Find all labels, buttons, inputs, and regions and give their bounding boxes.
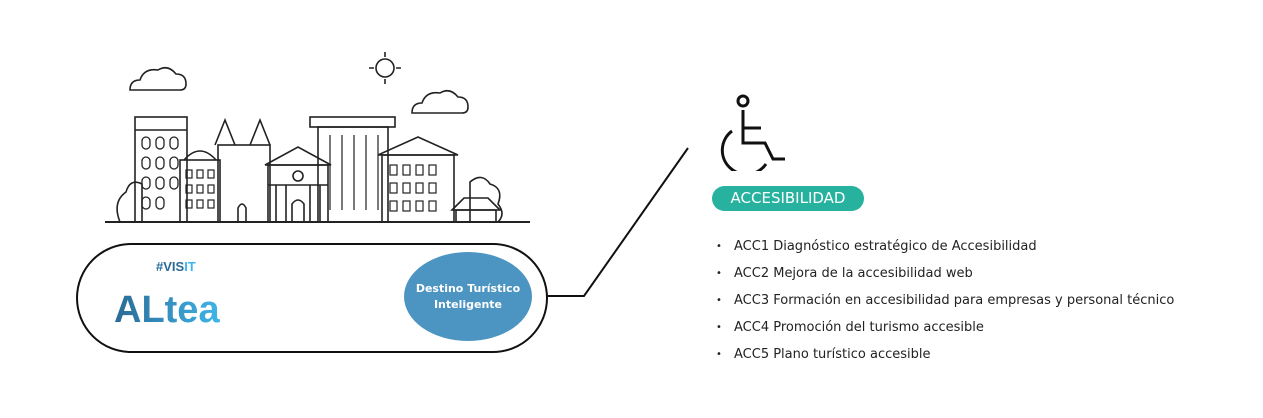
bullet: • <box>716 268 722 279</box>
smart-destination-circle: Destino Turístico Inteligente <box>404 252 532 341</box>
wheelchair-icon <box>720 94 785 171</box>
bullet: • <box>716 295 722 306</box>
visit-altea-logo: #VISIT ALtea <box>114 259 220 330</box>
city-skyline-illustration <box>105 52 530 223</box>
category-badge: ACCESIBILIDAD <box>712 186 864 211</box>
item-text: ACC4 Promoción del turismo accesible <box>734 320 984 335</box>
svg-text:ALtea: ALtea <box>114 289 220 330</box>
action-list: • ACC1 Diagnóstico estratégico de Accesib… <box>716 237 1174 372</box>
cloud-icon <box>411 89 469 114</box>
item-text: ACC5 Plano turístico accesible <box>734 347 931 362</box>
list-item: • ACC3 Formación en accesibilidad para em… <box>716 291 1174 318</box>
destination-label-line2: Inteligente <box>433 297 503 311</box>
bullet: • <box>716 241 722 252</box>
list-item: • ACC2 Mejora de la accesibilidad web <box>716 264 1174 291</box>
svg-text:#VISIT: #VISIT <box>156 259 196 274</box>
item-text: ACC3 Formación en accesibilidad para emp… <box>734 293 1175 308</box>
destination-pill-frame <box>76 243 548 353</box>
destination-label-line1: Destino Turístico <box>415 281 521 295</box>
bullet: • <box>716 322 722 333</box>
list-item: • ACC1 Diagnóstico estratégico de Accesib… <box>716 237 1174 264</box>
sun-icon <box>369 52 401 84</box>
item-text: ACC1 Diagnóstico estratégico de Accesibi… <box>734 239 1037 254</box>
item-text: ACC2 Mejora de la accesibilidad web <box>734 266 973 281</box>
list-item: • ACC5 Plano turístico accesible <box>716 345 1174 372</box>
cloud-icon <box>129 66 187 91</box>
list-item: • ACC4 Promoción del turismo accesible <box>716 318 1174 345</box>
bullet: • <box>716 349 722 360</box>
